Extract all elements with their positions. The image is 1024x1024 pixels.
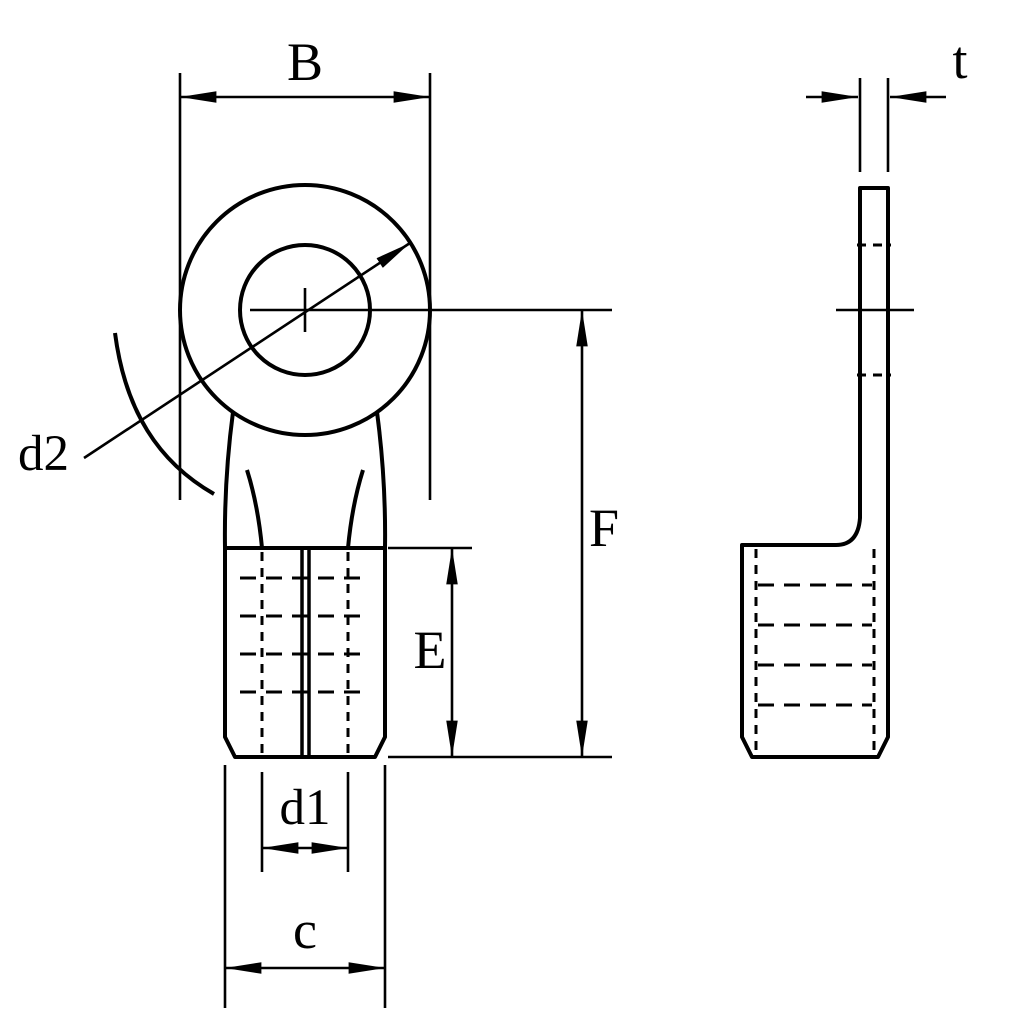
dimension-label-E: E: [414, 620, 447, 680]
side-view: [740, 186, 914, 759]
dimension-E: E: [388, 546, 472, 757]
right-funnel-line: [346, 469, 365, 549]
leader-line-d2: [83, 241, 411, 460]
side-outline: [740, 186, 890, 759]
dimension-c: c: [223, 765, 387, 1008]
dimension-F: F: [388, 310, 619, 759]
front-view: [113, 183, 612, 759]
left-shoulder-line: [222, 411, 235, 549]
front-barrel-outline: [223, 546, 387, 759]
dimension-d2: d2: [18, 241, 411, 482]
dimension-t: t: [806, 30, 968, 172]
dimension-label-B: B: [287, 32, 323, 92]
dimension-B: B: [178, 32, 432, 500]
right-shoulder-line: [375, 411, 388, 549]
dimension-label-t: t: [952, 30, 967, 90]
dimension-label-c: c: [293, 900, 317, 960]
dimension-label-d1: d1: [280, 780, 331, 836]
left-funnel-line: [245, 469, 264, 549]
dimension-label-F: F: [589, 498, 619, 558]
dimension-d1: d1: [260, 772, 350, 872]
palm-overlap-arc: [113, 332, 215, 496]
dimension-label-d2: d2: [18, 426, 69, 482]
